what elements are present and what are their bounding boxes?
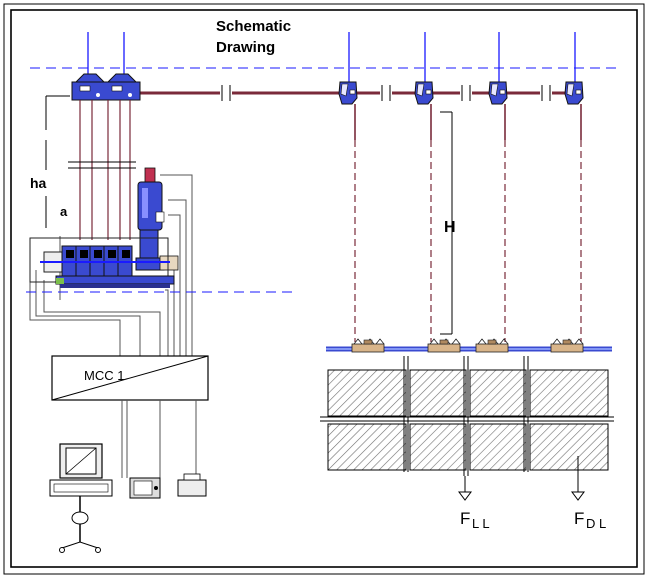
dimension-ha (45, 95, 70, 228)
handheld-device-icon (129, 477, 161, 499)
dimension-H (440, 111, 453, 335)
valve-actuator-icon (564, 81, 584, 105)
force-ll-symbol: F (460, 509, 470, 528)
foundation (320, 356, 614, 476)
valve-actuator-icon (71, 73, 141, 101)
pipe-drops (354, 104, 582, 140)
force-dl-symbol: F (574, 509, 584, 528)
mcc-panel (51, 355, 209, 401)
ground-symbol-icon (458, 476, 472, 501)
computer-workstation-icon (49, 443, 113, 553)
dashed-drops (354, 140, 582, 342)
printer-icon (177, 473, 207, 497)
feed-lines (87, 32, 576, 82)
title-line-2: Drawing (216, 39, 275, 56)
horizontal-pump-skid (29, 237, 175, 288)
pipe-flange-marks (68, 161, 136, 169)
left-pipes (79, 100, 131, 240)
mcc-output-cables (121, 400, 197, 480)
title-line-1: Schematic (216, 18, 291, 35)
force-ll-subscript: L L (472, 516, 490, 531)
label-H: H (444, 219, 456, 236)
valve-actuator-icon (338, 81, 358, 105)
mcc-label: MCC 1 (84, 368, 124, 383)
force-dl-subscript: D L (586, 516, 606, 531)
valve-actuator-icon (414, 81, 434, 105)
valve-actuator-icon (488, 81, 508, 105)
label-a: a (60, 204, 68, 219)
ground-symbol-icon (571, 456, 585, 501)
inner-frame (10, 9, 638, 568)
label-ha: ha (30, 175, 47, 191)
